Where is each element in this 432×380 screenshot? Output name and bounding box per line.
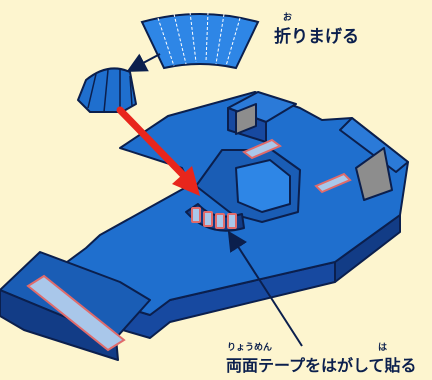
tape-pad-cockpit-1: [191, 207, 201, 223]
tape-pad-rear: [242, 138, 282, 160]
rear-fin-grey: [235, 103, 257, 135]
tape-ruby-reading: りょうめん: [227, 343, 273, 353]
folded-cone-part: [77, 67, 137, 113]
tape-pad-cockpit-4: [227, 213, 237, 229]
fold-ruby: お: [283, 13, 293, 23]
cockpit-window: [235, 159, 291, 213]
red-arrow: [116, 106, 200, 196]
flat-fan-folds: [157, 11, 241, 67]
right-fin-grey: [355, 147, 393, 201]
small-arrow: [126, 53, 161, 72]
flat-fan-part: [140, 11, 260, 70]
flat-fan-shape: [140, 13, 260, 70]
tape-pad-cockpit-3: [215, 213, 225, 229]
tape-pad-front-wing: [26, 274, 126, 352]
fold-label: 折りまげる: [274, 27, 359, 47]
leader-line: [227, 230, 303, 347]
cone-shape: [77, 67, 137, 113]
tape-label: 両面テープをはがして貼る: [226, 356, 417, 375]
tape-pad-cockpit-2: [203, 211, 213, 227]
tape-pad-right: [314, 172, 352, 194]
chassis-body: [0, 91, 409, 361]
right-block-top: [339, 117, 409, 173]
tape-pads: [26, 138, 352, 352]
tape-ruby-haru: は: [378, 343, 388, 353]
cone-folds: [87, 69, 133, 113]
